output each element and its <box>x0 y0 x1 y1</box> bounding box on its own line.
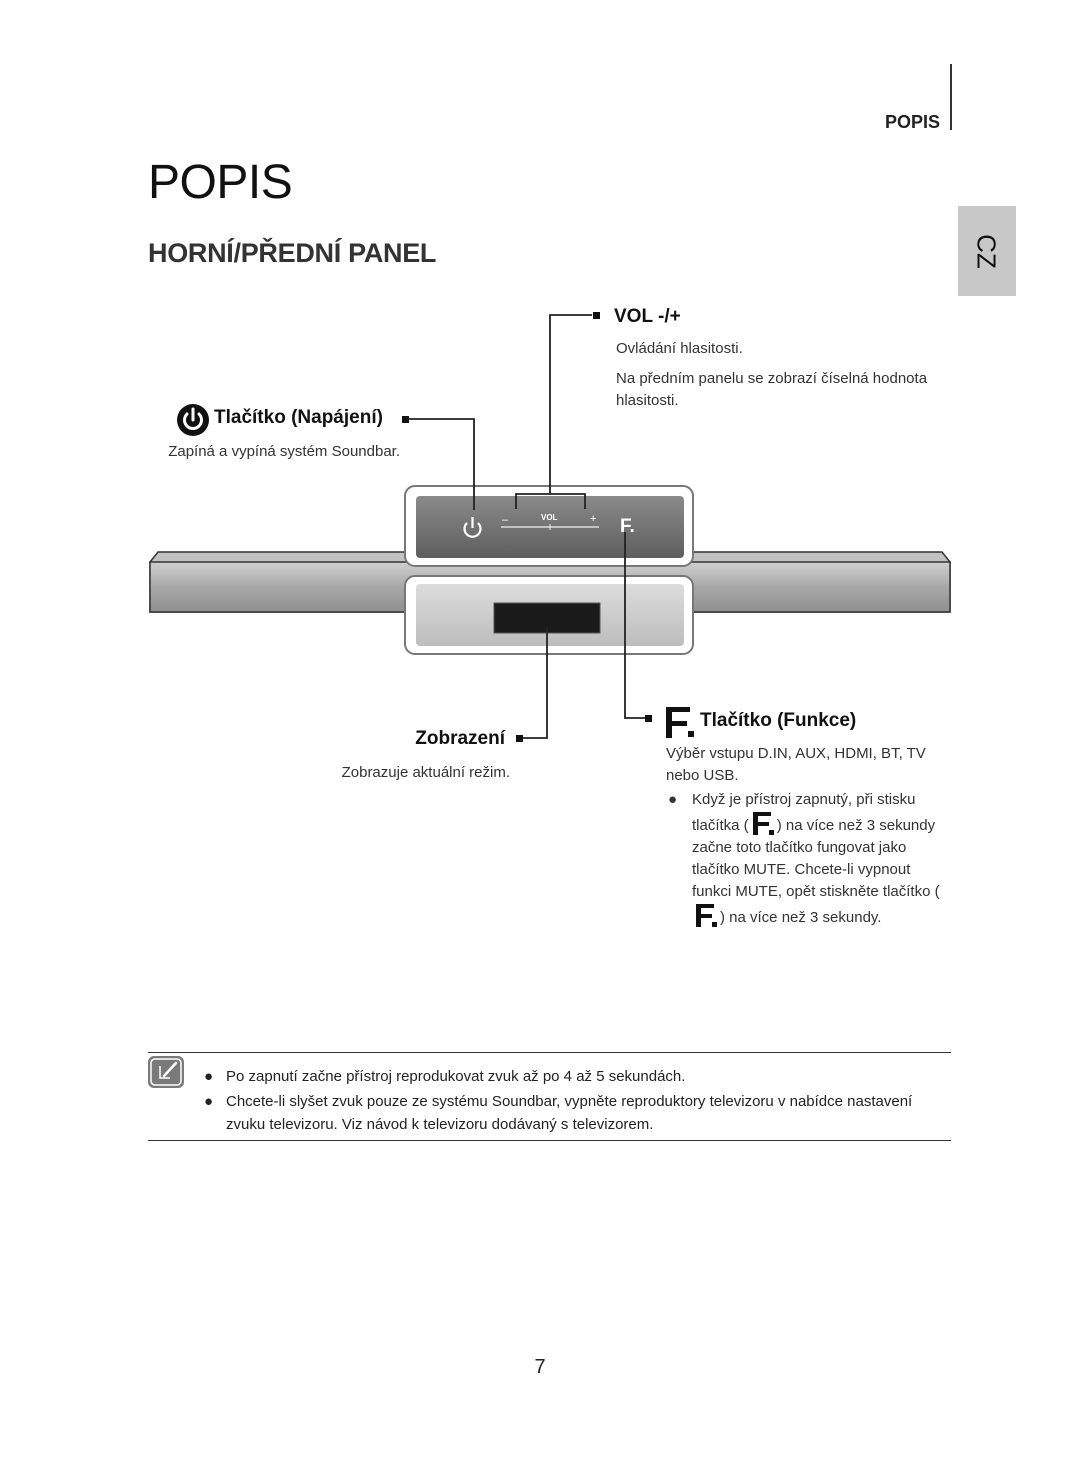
function-bullet-part-2: ) na více než 3 sekundy začne toto tlačí… <box>692 817 940 900</box>
note-item: ● Po zapnutí začne přístroj reprodukovat… <box>204 1065 944 1088</box>
note-text: Po zapnutí začne přístroj reprodukovat z… <box>226 1068 686 1085</box>
function-description: Výběr vstupu D.IN, AUX, HDMI, BT, TV neb… <box>666 745 926 784</box>
note-divider-top <box>148 1052 951 1053</box>
display-description: Zobrazuje aktuální režim. <box>341 764 510 781</box>
leader-lines <box>406 314 645 739</box>
vol-title: VOL -/+ <box>614 306 681 327</box>
power-marker <box>402 416 409 423</box>
page-number: 7 <box>534 1356 546 1378</box>
vol-marker <box>593 312 600 319</box>
power-icon <box>177 404 209 436</box>
page-title: POPIS <box>148 156 293 209</box>
note-icon <box>148 1056 184 1088</box>
note-text: Chcete-li slyšet zvuk pouze ze systému S… <box>226 1093 913 1133</box>
function-key-icon <box>752 812 774 835</box>
power-description: Zapíná a vypíná systém Soundbar. <box>168 443 400 460</box>
note-divider-bottom <box>148 1140 951 1141</box>
panel-power-icon <box>463 517 482 538</box>
function-title-glyph <box>666 707 694 738</box>
note-list: ● Po zapnutí začne přístroj reprodukovat… <box>204 1065 944 1136</box>
function-bullet-text: Když je přístroj zapnutý, při stisku tla… <box>692 789 952 929</box>
bullet-dot-icon: ● <box>204 1093 214 1110</box>
function-key-icon <box>696 904 717 927</box>
top-panel-closeup <box>404 485 694 567</box>
function-marker <box>645 715 652 722</box>
bullet-dot-icon: ● <box>204 1068 214 1085</box>
front-panel-closeup <box>404 575 694 655</box>
panel-minus-label: – <box>502 514 509 526</box>
function-bullet-part-3: ) na více než 3 sekundy. <box>720 909 882 926</box>
panel-function-key: F. <box>620 516 635 537</box>
section-title: HORNÍ/PŘEDNÍ PANEL <box>148 238 437 268</box>
panel-vol-label: VOL <box>541 513 558 522</box>
header-divider <box>950 64 952 130</box>
header-section-label: POPIS <box>884 112 940 132</box>
vol-description-1: Ovládání hlasitosti. <box>616 340 743 357</box>
note-item: ● Chcete-li slyšet zvuk pouze ze systému… <box>204 1090 944 1136</box>
power-title: Tlačítko (Napájení) <box>214 407 383 428</box>
function-title: Tlačítko (Funkce) <box>700 710 857 731</box>
panel-plus-label: + <box>590 513 597 525</box>
bullet-dot-icon: ● <box>668 791 678 808</box>
language-tab: CZ <box>958 206 1016 296</box>
display-title: Zobrazení <box>415 728 505 749</box>
vol-description-2: Na předním panelu se zobrazí číselná hod… <box>616 370 928 409</box>
function-bullet-part-1: Když je přístroj zapnutý, při stisku tla… <box>692 791 916 834</box>
display-marker <box>516 735 523 742</box>
